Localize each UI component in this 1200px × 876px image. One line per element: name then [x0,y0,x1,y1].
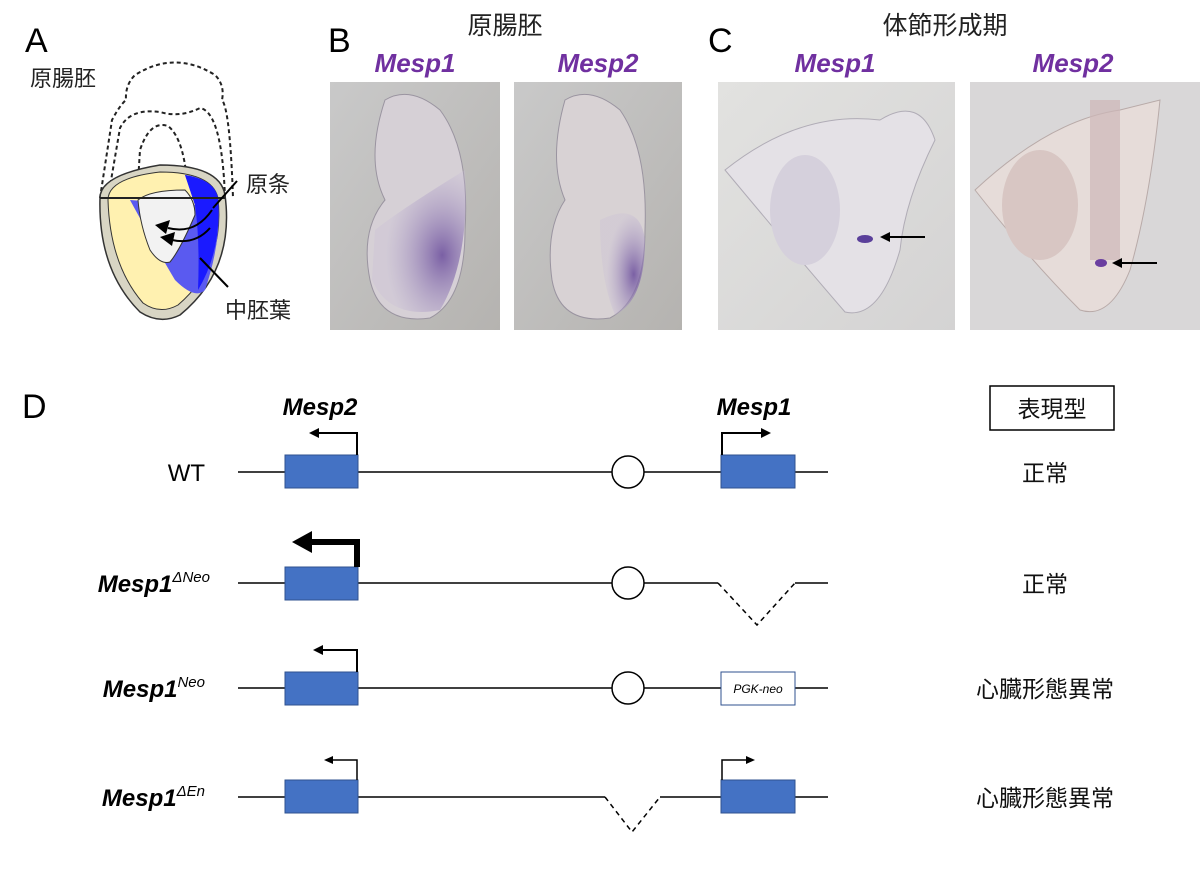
locus-mesp1-dneo [238,531,828,627]
panel-c-title: 体節形成期 [882,11,1007,40]
photo-c-mesp1 [718,82,955,330]
photo-b-mesp1 [330,82,500,330]
strong-transcription-arrow [310,539,360,567]
label-primitive-streak: 原条 [246,173,290,198]
phenotype-mesp1-den: 心臓形態異常 [976,786,1114,812]
panel-label-a: A [25,22,48,60]
pgk-neo-cassette [720,671,796,706]
panel-b-gene-2: Mesp2 [558,48,639,78]
locus-mesp1-neo: PGK-neo [238,645,828,706]
locus-wt [238,428,828,489]
transcription-arrow-mesp1 [721,432,762,455]
gene-label-mesp2: Mesp2 [283,394,358,421]
panel-c-gene-2: Mesp2 [1033,48,1114,78]
panel-label-b: B [328,22,351,60]
row-label-mesp1-den: Mesp1ΔEn [102,783,205,812]
row-label-mesp1-dneo: Mesp1ΔNeo [98,569,210,598]
panel-b-gene-1: Mesp1 [375,48,456,78]
row-label-mesp1-neo: Mesp1Neo [103,674,205,703]
enhancer [611,455,645,489]
phenotype-mesp1-neo: 心臓形態異常 [976,677,1114,703]
phenotype-wt: 正常 [1022,461,1068,487]
exon-mesp1 [720,454,796,489]
panel-label-d: D [22,388,47,426]
photo-c-mesp2 [970,82,1200,330]
exon-mesp2 [284,454,359,489]
photo-b-mesp2 [514,82,682,330]
phenotype-header: 表現型 [1018,397,1087,423]
gene-label-mesp1: Mesp1 [717,394,792,421]
gastrula-diagram [99,61,238,321]
label-gastrula: 原腸胚 [30,67,96,92]
panel-label-c: C [708,22,733,60]
phenotype-mesp1-dneo: 正常 [1022,572,1068,598]
panel-b-title: 原腸胚 [467,11,542,40]
row-label-wt: WT [168,460,206,487]
pgk-neo-label: PGK-neo [733,682,783,696]
label-mesoderm: 中胚葉 [225,299,291,324]
phenotype-header-box [989,385,1115,431]
locus-mesp1-den [238,756,828,834]
transcription-arrow-mesp2 [318,432,358,455]
panel-c-gene-1: Mesp1 [795,48,876,78]
